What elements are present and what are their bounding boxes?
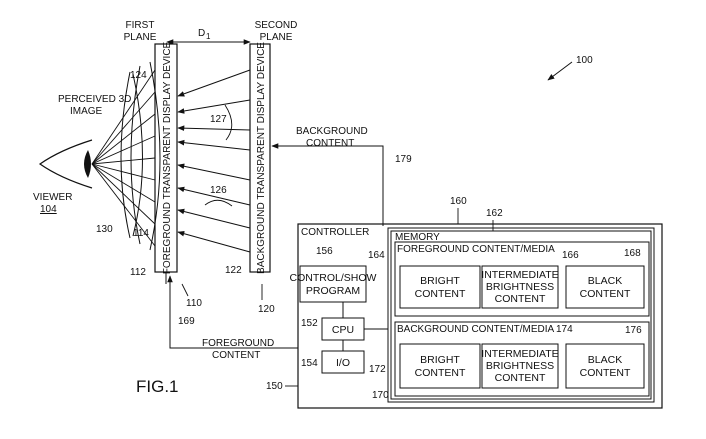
memory-box-outer [387, 227, 655, 403]
program-label-1: CONTROL/SHOW [290, 272, 377, 284]
first-plane-label-line1: FIRST [126, 20, 155, 31]
ref-154: 154 [301, 358, 318, 369]
background-device-label: BACKGROUND TRANSPARENT DISPLAY DEVICE [256, 42, 267, 274]
ref-160: 160 [450, 196, 467, 207]
ref-174: 174 [556, 324, 573, 335]
ref-110-leader [181, 283, 189, 297]
ref-110: 110 [186, 298, 202, 309]
bg-black-label-1: BLACK [588, 354, 622, 366]
first-plane-label-line2: PLANE [124, 32, 157, 43]
ref-162: 162 [486, 208, 503, 219]
ref-127-arc [224, 104, 233, 141]
bg-intermediate-label-3: CONTENT [495, 372, 546, 384]
eye-pupil-icon [84, 150, 91, 178]
ref-168: 168 [624, 248, 641, 259]
controller-box [297, 223, 663, 409]
fg-intermediate-label-1: INTERMEDIATE [481, 269, 558, 281]
ref-100-arrow [547, 61, 573, 81]
ref-126-arc [204, 199, 233, 207]
controller-connections [342, 302, 388, 351]
cpu-label: CPU [332, 324, 354, 336]
background-media-label: BACKGROUND CONTENT/MEDIA [397, 324, 555, 335]
ref-126: 126 [210, 185, 227, 196]
ref-130: 130 [96, 224, 113, 235]
eye-icon [38, 139, 93, 189]
ref-124: 124 [130, 70, 147, 81]
bg-bright-content-box [399, 343, 481, 389]
foreground-media-label: FOREGROUND CONTENT/MEDIA [397, 244, 555, 255]
fg-black-label-1: BLACK [588, 275, 622, 287]
fg-bright-content-box [399, 265, 481, 309]
bg-bright-label-1: BRIGHT [420, 354, 460, 366]
ref-127: 127 [210, 114, 227, 125]
fg-black-label-2: CONTENT [580, 288, 631, 300]
bg-black-content-box [565, 343, 645, 389]
bg-intermediate-label-2: BRIGHTNESS [486, 360, 554, 372]
io-label: I/O [336, 357, 350, 369]
fg-black-content-box [565, 265, 645, 309]
foreground-content-label-2: CONTENT [212, 350, 260, 361]
ref-120: 120 [258, 304, 275, 315]
viewer-ref: 104 [40, 204, 57, 215]
bg-intermediate-content-box [481, 343, 559, 389]
memory-box-inner [390, 230, 652, 400]
perceived-3d-image [120, 61, 161, 251]
distance-label: D [198, 28, 205, 39]
memory-label: MEMORY [395, 232, 440, 243]
ref-164: 164 [368, 250, 385, 261]
ref-114: 114 [133, 228, 149, 239]
foreground-content-label-1: FOREGROUND [202, 338, 274, 349]
fg-bright-label-2: CONTENT [415, 288, 466, 300]
ref-156: 156 [316, 246, 333, 257]
bg-black-label-2: CONTENT [580, 367, 631, 379]
ref-169: 169 [178, 316, 195, 327]
perceived-label-line2: IMAGE [70, 106, 103, 117]
background-content-line [271, 143, 384, 226]
ref-150: 150 [266, 381, 283, 392]
fg-bright-label-1: BRIGHT [420, 275, 460, 287]
distance-subscript: 1 [206, 32, 211, 41]
foreground-media-group [394, 241, 650, 317]
foreground-device-label: FOREGROUND TRANSPARENT DISPLAY DEVICE [162, 41, 173, 274]
fg-intermediate-label-3: CONTENT [495, 293, 546, 305]
controller-label: CONTROLLER [301, 227, 369, 238]
light-arrows [177, 69, 251, 253]
fg-intermediate-label-2: BRIGHTNESS [486, 281, 554, 293]
ref-122: 122 [225, 265, 242, 276]
ref-152: 152 [301, 318, 318, 329]
ref-176: 176 [625, 325, 642, 336]
fg-intermediate-content-box [481, 265, 559, 309]
ref-170: 170 [372, 390, 389, 401]
bg-intermediate-label-1: INTERMEDIATE [481, 348, 558, 360]
control-show-program-box [299, 265, 367, 303]
perceived-label-line1: PERCEIVED 3D [58, 94, 131, 105]
ref-112: 112 [130, 267, 146, 278]
background-content-label-2: CONTENT [306, 138, 354, 149]
background-media-group [394, 321, 650, 397]
ref-100: 100 [576, 55, 593, 66]
second-plane-label-line1: SECOND [255, 20, 298, 31]
ref-166: 166 [562, 250, 579, 261]
background-display-device [249, 43, 271, 273]
program-label-2: PROGRAM [306, 285, 360, 297]
bg-bright-label-2: CONTENT [415, 367, 466, 379]
second-plane-label-line2: PLANE [260, 32, 293, 43]
foreground-content-line [167, 275, 298, 349]
ref-179: 179 [395, 154, 412, 165]
figure-label: FIG.1 [136, 377, 179, 396]
ref-172: 172 [369, 364, 386, 375]
viewer-label: VIEWER [33, 192, 72, 203]
background-content-label-1: BACKGROUND [296, 126, 368, 137]
